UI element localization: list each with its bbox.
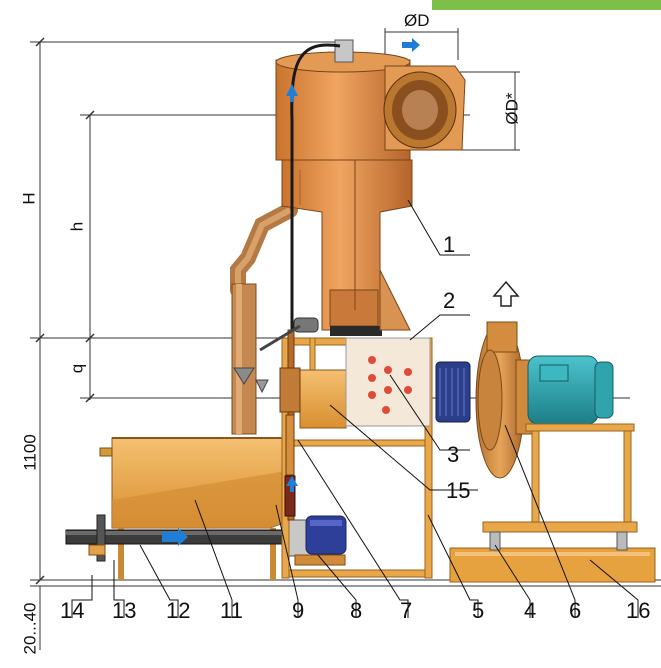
callout-5: 5 xyxy=(472,598,485,623)
flow-arrow-icon xyxy=(286,84,298,102)
outline-up-arrow-icon xyxy=(492,280,520,307)
callout-16: 16 xyxy=(626,598,651,623)
hopper xyxy=(99,437,293,580)
vertical-instrument-pipe xyxy=(259,317,319,521)
callout-13: 13 xyxy=(112,598,137,623)
cyclone xyxy=(275,38,466,336)
flow-arrow-icon xyxy=(162,528,188,546)
dim-1100: 1100 xyxy=(20,434,40,471)
return-pipe xyxy=(230,202,298,435)
callout-6: 6 xyxy=(569,598,582,623)
callout-4: 4 xyxy=(524,598,537,623)
flow-arrow-icon xyxy=(402,38,420,52)
dim-H: H xyxy=(19,192,39,205)
dim-diameter-side: ØD* xyxy=(502,92,522,125)
callout-1: 1 xyxy=(443,232,456,257)
dimension-ticks xyxy=(35,37,95,585)
leader-lines xyxy=(71,199,639,618)
callout-11: 11 xyxy=(220,598,243,623)
dim-h: h xyxy=(67,221,87,232)
callout-7: 7 xyxy=(400,598,413,623)
dim-q: q xyxy=(67,363,87,374)
callout-9: 9 xyxy=(292,598,305,623)
screw-conveyor xyxy=(65,514,302,562)
fan-assembly xyxy=(435,280,638,551)
rotary-valve-box xyxy=(299,369,347,429)
header-banner-green xyxy=(432,0,661,10)
dim-20-40: 20...40 xyxy=(20,602,40,655)
callout-12: 12 xyxy=(166,598,191,623)
callout-8: 8 xyxy=(350,598,363,623)
callout-3: 3 xyxy=(447,442,460,467)
dim-diameter-top: ØD xyxy=(404,11,430,30)
intake-box xyxy=(345,337,431,427)
callout-14: 14 xyxy=(60,598,85,623)
pump-motor xyxy=(281,515,347,566)
callout-15: 15 xyxy=(446,478,471,503)
flow-arrow-icon xyxy=(286,476,298,492)
callout-2: 2 xyxy=(443,288,456,313)
